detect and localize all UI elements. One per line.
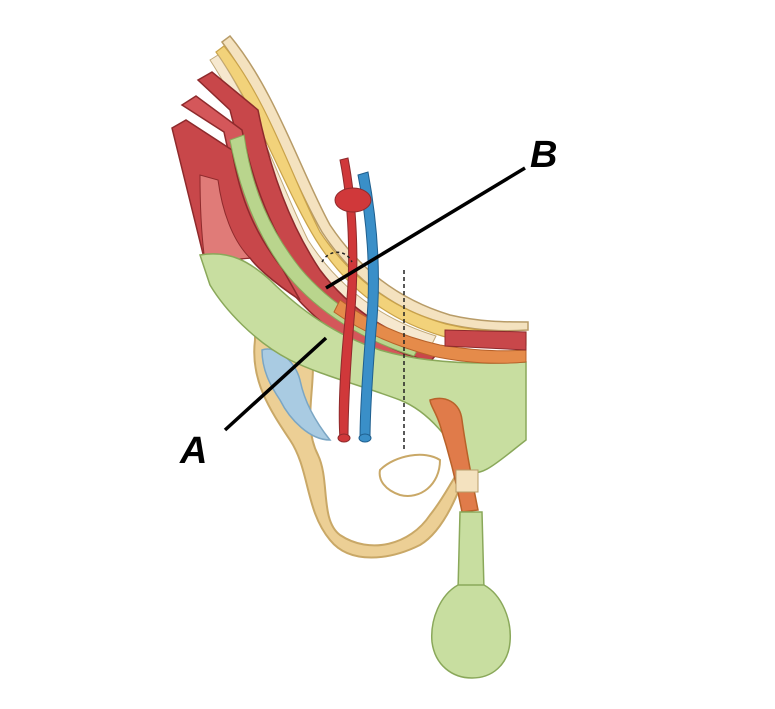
label-b: B <box>530 136 557 174</box>
vessel-end-vein <box>359 434 371 442</box>
scrotal-sac <box>432 585 511 678</box>
cord-lower-sheath <box>458 512 484 590</box>
obturator-foramen <box>380 455 440 496</box>
label-a: A <box>180 432 207 470</box>
vessel-end-artery <box>338 434 350 442</box>
rectus-muscle-bands <box>445 330 526 350</box>
cord-band <box>456 470 478 492</box>
vessel-ends-top <box>335 188 371 212</box>
